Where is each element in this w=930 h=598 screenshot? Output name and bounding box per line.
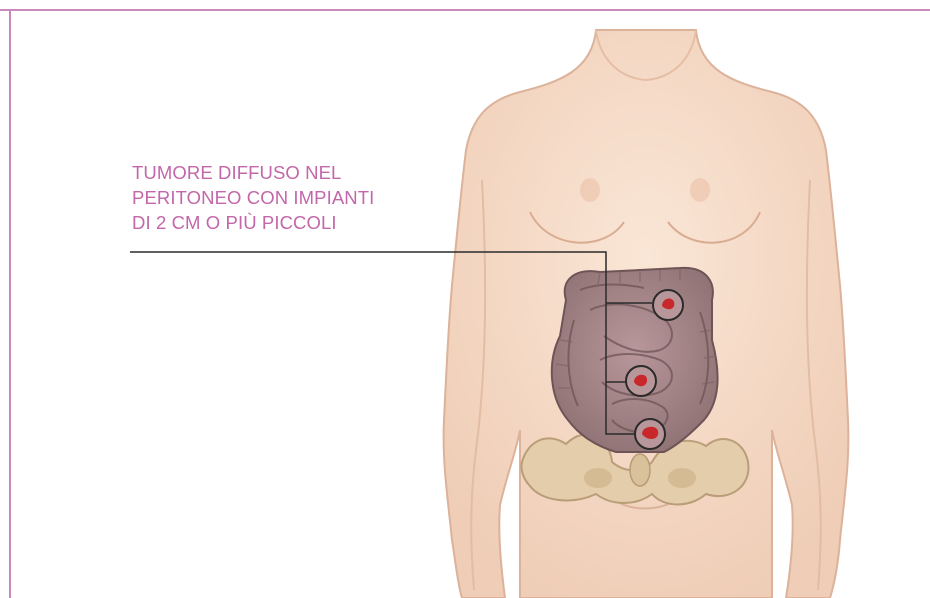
intestines-illustration: [552, 268, 718, 452]
